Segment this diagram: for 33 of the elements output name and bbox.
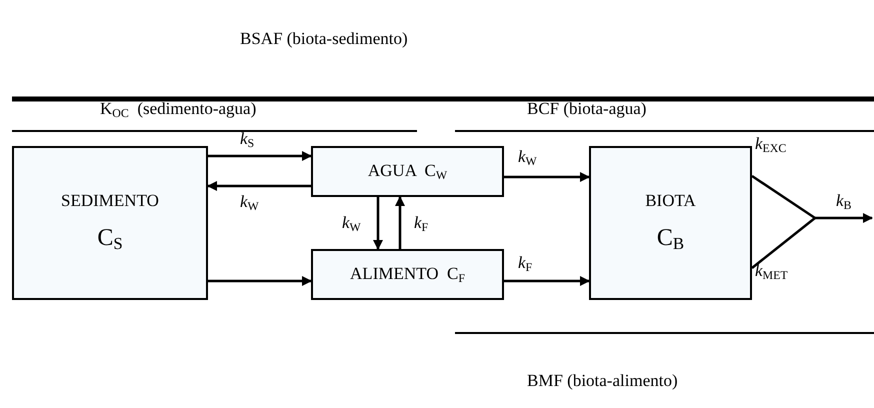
rate-constant-label: k$_{W}$ — [342, 214, 361, 234]
rate-constant-label: k$_{B}$ — [836, 192, 852, 212]
arrow — [504, 172, 590, 182]
range-label: BSAF (biota-sedimento) — [240, 30, 408, 49]
concentration-symbol: C$_{B}$ — [656, 225, 684, 255]
arrow — [373, 197, 383, 250]
compartment-name: SEDIMENTO — [61, 191, 159, 212]
rate-constant-label: k$_{MET}$ — [755, 262, 788, 282]
arrow — [207, 181, 311, 191]
compartment-box — [311, 249, 504, 300]
arrow — [395, 196, 405, 249]
rate-constant-label: k$_{F}$ — [518, 254, 532, 274]
range-label: K$_{OC}$ (sedimento-agua) — [100, 100, 256, 120]
concentration-symbol: C$_{S}$ — [97, 225, 123, 255]
rate-constant-label: k$_{W}$ — [240, 193, 259, 214]
branch-line — [751, 217, 816, 269]
rate-constant-label: k$_{F}$ — [414, 214, 428, 234]
rate-constant-label: k$_{W}$ — [518, 148, 537, 168]
range-label: BCF (biota-agua) — [527, 100, 646, 119]
arrow — [504, 276, 590, 286]
compartment-box — [311, 146, 504, 197]
rate-constant-label: k$_{EXC}$ — [755, 135, 786, 156]
compartment-box — [589, 146, 752, 300]
compartment-name: BIOTA — [645, 191, 696, 212]
branch-line — [751, 174, 816, 220]
compartment-name: AGUA C$_{W}$ — [368, 160, 448, 182]
rate-constant-label: k$_{S}$ — [240, 130, 254, 150]
arrow — [208, 151, 312, 161]
arrow — [815, 213, 873, 223]
arrow — [208, 276, 312, 286]
compartment-name: ALIMENTO C$_{F}$ — [350, 264, 465, 286]
range-label: BMF (biota-alimento) — [527, 372, 678, 391]
compartment-box — [12, 146, 208, 300]
